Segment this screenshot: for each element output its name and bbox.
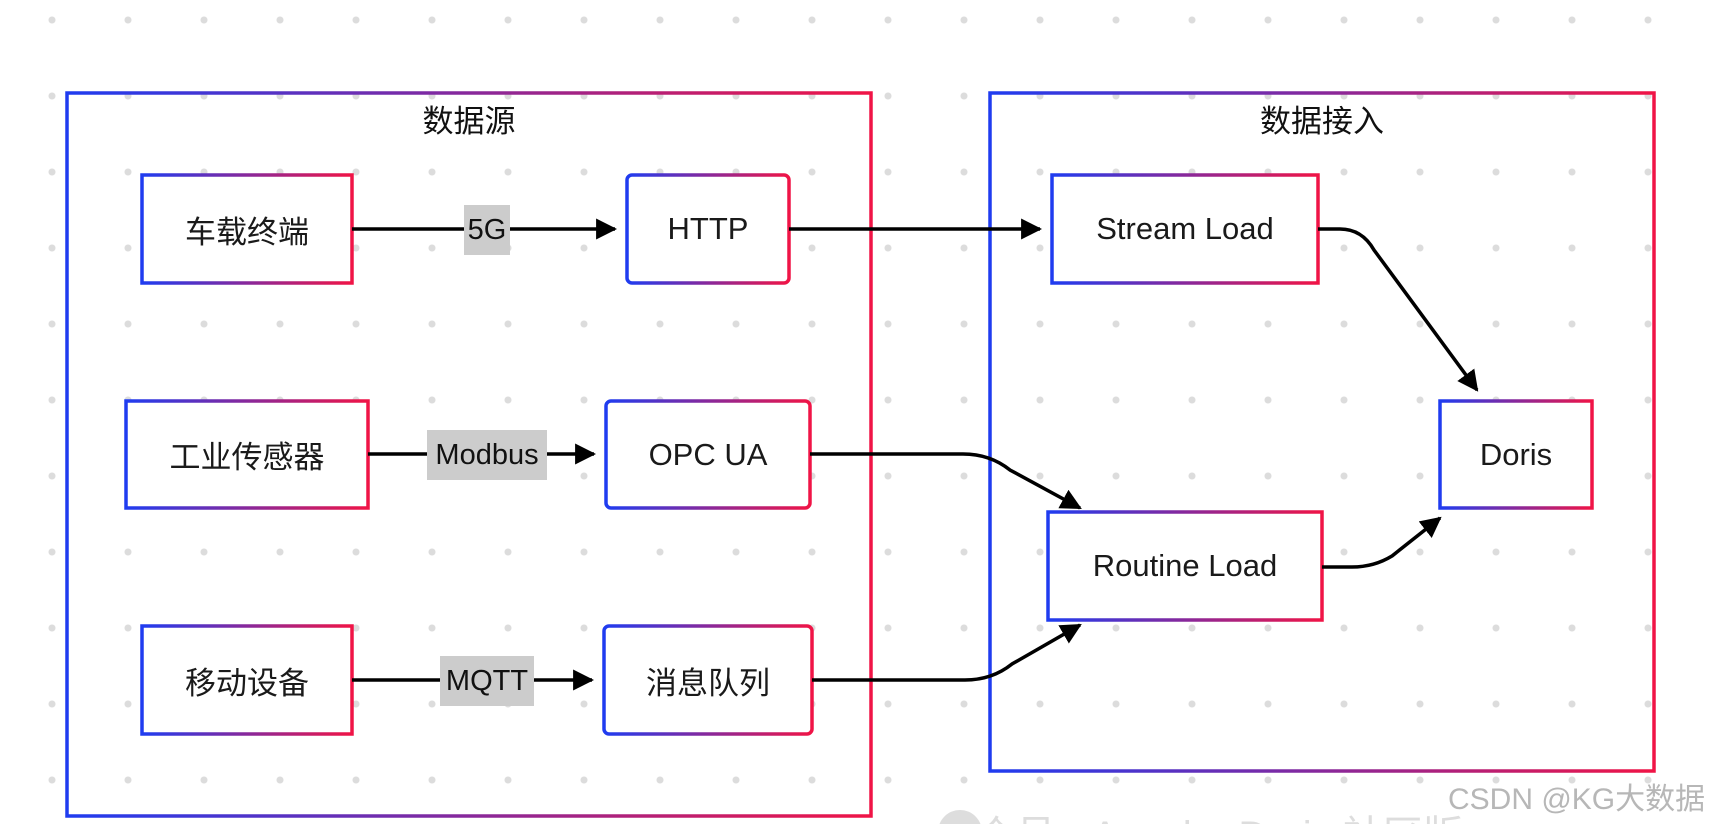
edge-mq-to-routineload [812, 623, 1082, 682]
node-opc-ua: OPC UA [648, 436, 768, 472]
node-stream-load: Stream Load [1096, 211, 1274, 246]
node-stream-load-box [1050, 173, 1320, 285]
watermark-csdn: CSDN @KG大数据 [1448, 783, 1706, 816]
node-doris-box [1438, 399, 1594, 510]
node-routine-load: Routine Load [1092, 548, 1278, 583]
edge-label-modbus: Modbus [427, 430, 547, 480]
watermark-account: 公众号 · Apache Doris 社区版 [936, 803, 1463, 824]
node-http: HTTP [667, 211, 749, 246]
group-source-title: 数据源 [422, 103, 516, 139]
node-industrial-sensor: 工业传感器 [169, 440, 325, 475]
edge-label-mqtt: MQTT [440, 656, 534, 706]
edge-opcua-to-routineload [810, 452, 1082, 510]
edge-label-5g: 5G [464, 205, 510, 255]
group-ingest-frame [988, 91, 1656, 773]
watermark-logo-icon [938, 810, 982, 824]
node-doris: Doris [1479, 436, 1553, 472]
edge-routineload-to-doris [1322, 516, 1442, 569]
group-ingest-title: 数据接入 [1260, 103, 1384, 139]
node-mobile-device-box [140, 624, 354, 736]
node-vehicle-terminal: 车载终端 [185, 214, 309, 250]
node-mobile-device: 移动设备 [185, 665, 309, 701]
node-message-queue: 消息队列 [646, 665, 770, 701]
edge-streamload-to-doris [1318, 227, 1479, 392]
